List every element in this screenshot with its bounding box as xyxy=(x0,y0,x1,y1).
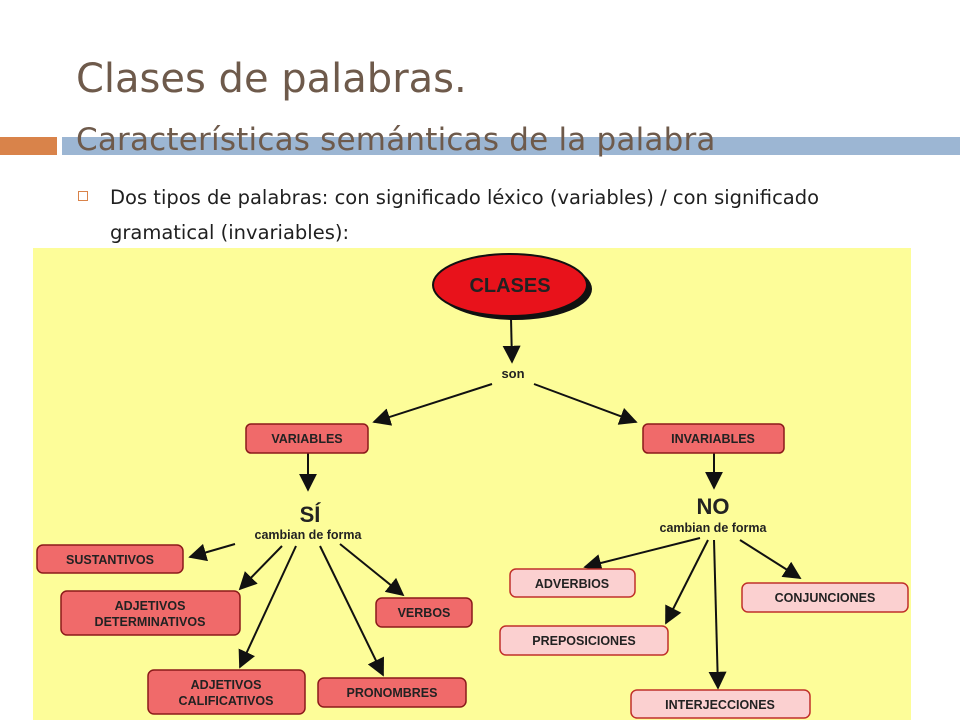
svg-text:INVARIABLES: INVARIABLES xyxy=(671,432,755,446)
slide-title-line-1: Clases de palabras. xyxy=(76,56,467,102)
arrow-to-preposiciones xyxy=(665,539,709,625)
svg-text:PREPOSICIONES: PREPOSICIONES xyxy=(532,634,636,648)
svg-text:INTERJECCIONES: INTERJECCIONES xyxy=(665,698,775,712)
bullet-text: Dos tipos de palabras: con significado l… xyxy=(110,186,820,244)
label-no: NO xyxy=(697,494,730,519)
arrow-son-to-variables xyxy=(372,383,493,426)
arrow-to-adjetivos-calificativos xyxy=(238,545,297,669)
arrow-to-verbos xyxy=(339,543,405,597)
slide-title-line-2: Características semánticas de la palabra xyxy=(76,122,716,158)
adjetivos-determinativos-line-1: ADJETIVOS xyxy=(115,599,186,613)
svg-text:PRONOMBRES: PRONOMBRES xyxy=(347,686,438,700)
svg-text:VERBOS: VERBOS xyxy=(398,606,451,620)
concept-map-background xyxy=(33,248,911,720)
node-adverbios: ADVERBIOS xyxy=(509,568,636,598)
svg-text:CONJUNCIONES: CONJUNCIONES xyxy=(775,591,876,605)
node-root-clases: CLASES xyxy=(432,253,592,320)
arrow-to-adjetivos-determinativos xyxy=(238,545,283,591)
arrow-son-to-invariables xyxy=(533,383,638,425)
node-adjetivos-calificativos: ADJETIVOS CALIFICATIVOS xyxy=(147,669,306,715)
arrow-to-pronombres xyxy=(319,545,384,677)
node-sustantivos: SUSTANTIVOS xyxy=(36,544,184,574)
node-verbos: VERBOS xyxy=(375,597,473,628)
bullet-square-icon xyxy=(78,191,88,201)
arrow-to-sustantivos xyxy=(188,543,236,562)
arrow-to-interjecciones xyxy=(708,539,727,690)
node-conjunciones: CONJUNCIONES xyxy=(741,582,909,613)
link-label-cambian-left: cambian de forma xyxy=(255,528,363,542)
title-accent-bar-orange xyxy=(0,137,57,155)
node-variables: VARIABLES xyxy=(245,423,369,454)
svg-text:CLASES: CLASES xyxy=(469,275,550,297)
arrow-to-adverbios xyxy=(583,537,701,572)
node-invariables: INVARIABLES xyxy=(642,423,785,454)
node-adjetivos-determinativos: ADJETIVOS DETERMINATIVOS xyxy=(60,590,241,636)
label-si: SÍ xyxy=(300,502,322,527)
svg-text:ADVERBIOS: ADVERBIOS xyxy=(535,577,609,591)
node-preposiciones: PREPOSICIONES xyxy=(499,625,669,656)
adjetivos-determinativos-line-2: DETERMINATIVOS xyxy=(95,615,206,629)
node-interjecciones: INTERJECCIONES xyxy=(630,689,811,719)
link-label-son: son xyxy=(501,366,524,381)
adjetivos-calificativos-line-2: CALIFICATIVOS xyxy=(179,694,274,708)
node-pronombres: PRONOMBRES xyxy=(317,677,467,708)
arrow-to-conjunciones xyxy=(739,539,802,579)
arrow-root-to-son xyxy=(502,317,521,364)
concept-map-arrows xyxy=(188,317,802,690)
link-label-cambian-right: cambian de forma xyxy=(660,521,768,535)
title-accent-bar-blue xyxy=(62,137,960,155)
svg-text:VARIABLES: VARIABLES xyxy=(271,432,342,446)
svg-text:SUSTANTIVOS: SUSTANTIVOS xyxy=(66,553,154,567)
adjetivos-calificativos-line-1: ADJETIVOS xyxy=(191,678,262,692)
